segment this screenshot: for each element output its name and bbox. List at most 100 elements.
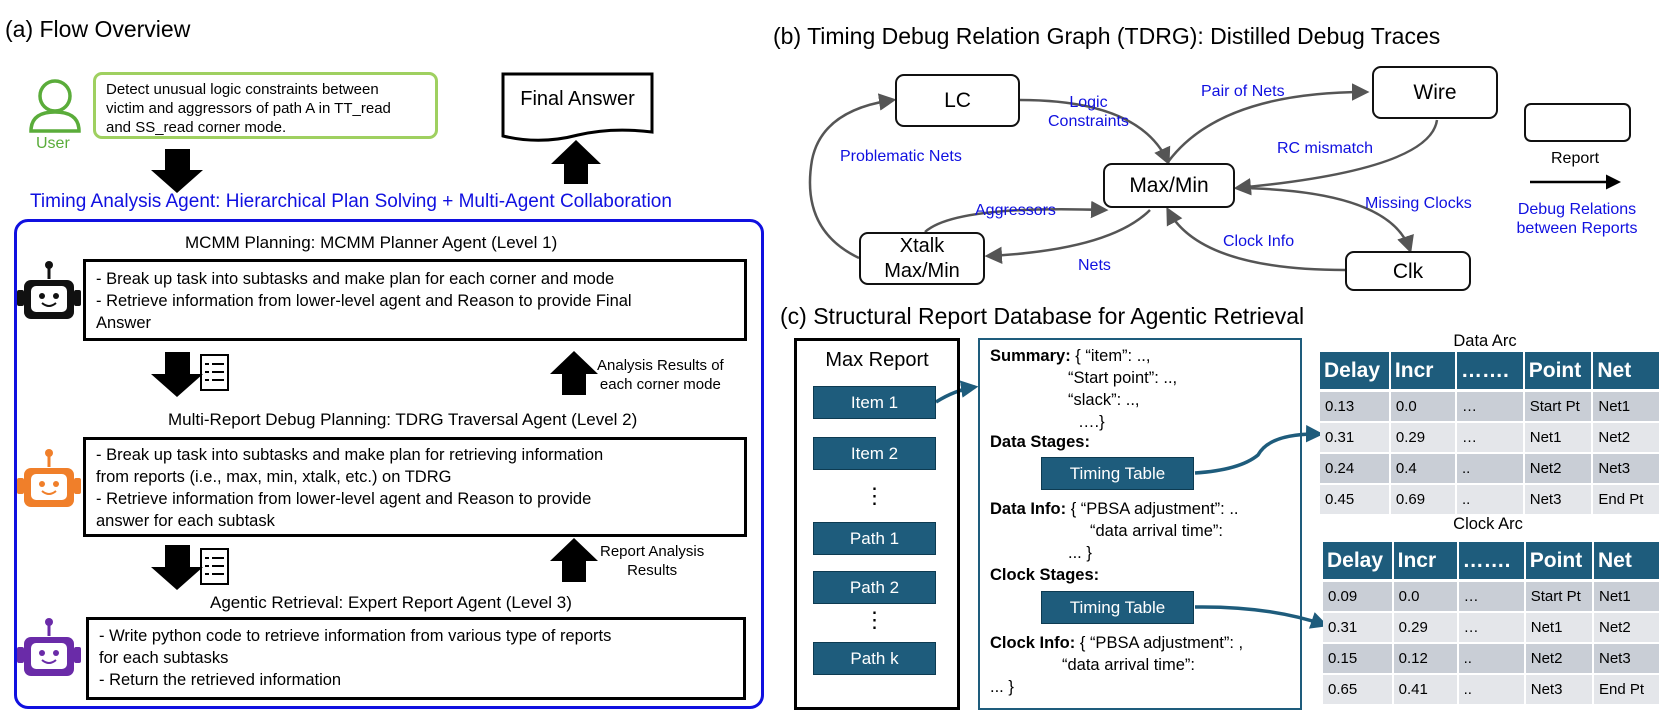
table-header: Point bbox=[1524, 542, 1595, 582]
table-cell: 0.29 bbox=[1389, 422, 1457, 454]
table-cell: Net3 bbox=[1592, 453, 1661, 485]
table-cell: 0.4 bbox=[1389, 453, 1457, 485]
report-path-1[interactable]: Path 1 bbox=[813, 522, 936, 555]
section-a-title: (a) Flow Overview bbox=[5, 16, 191, 42]
user-icon bbox=[29, 79, 81, 133]
table-cell: 0.29 bbox=[1392, 612, 1459, 644]
table-cell: … bbox=[1455, 422, 1525, 454]
report-path-2[interactable]: Path 2 bbox=[813, 571, 936, 604]
section-c-title: (c) Structural Report Database for Agent… bbox=[780, 303, 1305, 329]
level1-box: - Break up task into subtasks and make p… bbox=[83, 259, 747, 341]
table-header: Net bbox=[1593, 542, 1661, 582]
table-cell: Net3 bbox=[1523, 484, 1594, 516]
user-query-line: victim and aggressors of path A in TT_re… bbox=[106, 100, 391, 117]
node-clk: Clk bbox=[1345, 251, 1471, 291]
arrow-down-level2-to-level3 bbox=[151, 545, 203, 590]
report-path-k[interactable]: Path k bbox=[813, 642, 936, 675]
clock-timing-table[interactable]: Timing Table bbox=[1041, 591, 1194, 624]
table-header: Delay bbox=[1323, 542, 1394, 582]
table-cell: Net3 bbox=[1593, 643, 1661, 675]
edge-label-problematic-nets: Problematic Nets bbox=[840, 148, 962, 165]
table-cell: End Pt bbox=[1593, 674, 1661, 706]
table-cell: End Pt bbox=[1592, 484, 1661, 516]
edge-label-line: Logic bbox=[1069, 94, 1108, 111]
summary-label: Summary: bbox=[990, 347, 1071, 365]
node-lc: LC bbox=[895, 74, 1020, 127]
user-label: User bbox=[36, 135, 70, 152]
data-info-block: Data Info: { “PBSA adjustment”: .. “data… bbox=[990, 498, 1239, 564]
table-cell: 0.0 bbox=[1389, 390, 1457, 423]
table-cell: … bbox=[1455, 390, 1525, 423]
edge-label-aggressors: Aggressors bbox=[975, 202, 1056, 219]
edge-label-logic-constraints: Logic Constraints bbox=[1048, 93, 1129, 131]
table-cell: .. bbox=[1457, 674, 1526, 706]
data-info-line: “data arrival time”: bbox=[1090, 522, 1223, 540]
level1-line: - Break up task into subtasks and make p… bbox=[96, 270, 615, 288]
table-header-row: Delay Incr ……. Point Net bbox=[1320, 352, 1661, 392]
report-item-2[interactable]: Item 2 bbox=[813, 437, 936, 470]
table-header: ……. bbox=[1457, 542, 1526, 582]
edge-maxmin-to-xtalk bbox=[984, 209, 1151, 265]
table-cell: Net2 bbox=[1592, 422, 1661, 454]
data-info-line: ... } bbox=[1068, 544, 1092, 562]
level2-line: from reports (i.e., max, min, xtalk, etc… bbox=[96, 468, 452, 486]
section-b-title: (b) Timing Debug Relation Graph (TDRG): … bbox=[773, 23, 1441, 49]
robot-icon-level2 bbox=[17, 449, 81, 507]
edge-label-rc-mismatch: RC mismatch bbox=[1277, 140, 1374, 157]
level2-line: - Break up task into subtasks and make p… bbox=[96, 446, 604, 464]
data-timing-table[interactable]: Timing Table bbox=[1041, 457, 1194, 490]
robot-icon-level3 bbox=[17, 618, 81, 676]
table-cell: Net1 bbox=[1523, 422, 1594, 454]
arrow-down-user-to-agent bbox=[151, 149, 203, 193]
level2-box: - Break up task into subtasks and make p… bbox=[83, 437, 747, 537]
legend-relations-line: Debug Relations bbox=[1517, 201, 1637, 218]
clock-info-label: Clock Info: bbox=[990, 634, 1076, 652]
clock-stages-label: Clock Stages: bbox=[990, 566, 1100, 584]
table-header: Point bbox=[1523, 352, 1594, 392]
edge-label-nets: Nets bbox=[1078, 257, 1111, 274]
max-report-panel bbox=[794, 338, 960, 710]
table-cell: .. bbox=[1455, 453, 1525, 485]
table-header: Incr bbox=[1389, 352, 1457, 392]
table-cell: .. bbox=[1455, 484, 1525, 516]
table-header: ……. bbox=[1455, 352, 1525, 392]
clock-info-line: ... } bbox=[990, 678, 1014, 696]
summary-line: ….} bbox=[1078, 413, 1105, 431]
edge-xtalk-to-lc bbox=[808, 93, 897, 260]
table-cell: Net1 bbox=[1592, 390, 1661, 423]
arrow-up-to-final-answer bbox=[551, 140, 601, 184]
level3-line: - Write python code to retrieve informat… bbox=[99, 627, 612, 645]
edge-lc-to-maxmin bbox=[1019, 98, 1171, 166]
arrow-up-level3-to-level2 bbox=[550, 538, 598, 582]
edge-label-missing-clocks: Missing Clocks bbox=[1365, 195, 1472, 212]
level3-line: for each subtasks bbox=[99, 649, 229, 667]
table-cell: 0.24 bbox=[1320, 453, 1391, 485]
report-item-1[interactable]: Item 1 bbox=[813, 386, 936, 419]
table-cell: … bbox=[1457, 612, 1526, 644]
edge-label-pair-of-nets: Pair of Nets bbox=[1201, 83, 1285, 100]
node-xtalk-line: Xtalk bbox=[899, 234, 945, 257]
summary-line: “Start point”: .., bbox=[1068, 369, 1178, 387]
table-cell: 0.45 bbox=[1320, 484, 1391, 516]
level2-line: answer for each subtask bbox=[96, 512, 275, 530]
level3-title: Agentic Retrieval: Expert Report Agent (… bbox=[210, 593, 572, 612]
table-cell: 0.09 bbox=[1323, 580, 1394, 613]
user-query-line: and SS_read corner mode. bbox=[106, 119, 287, 136]
connector-item1-to-summary bbox=[935, 380, 979, 404]
level3-line: - Return the retrieved information bbox=[99, 671, 342, 689]
legend-relations-label: Debug Relations between Reports bbox=[1512, 200, 1642, 238]
user-query-line: Detect unusual logic constraints between bbox=[106, 81, 379, 98]
summary-line: { “item”: .., bbox=[1075, 347, 1151, 365]
table-cell: 0.65 bbox=[1323, 674, 1394, 706]
final-answer-label: Final Answer bbox=[520, 88, 635, 110]
level1-line: Answer bbox=[96, 314, 152, 332]
legend-report-box bbox=[1524, 103, 1631, 142]
